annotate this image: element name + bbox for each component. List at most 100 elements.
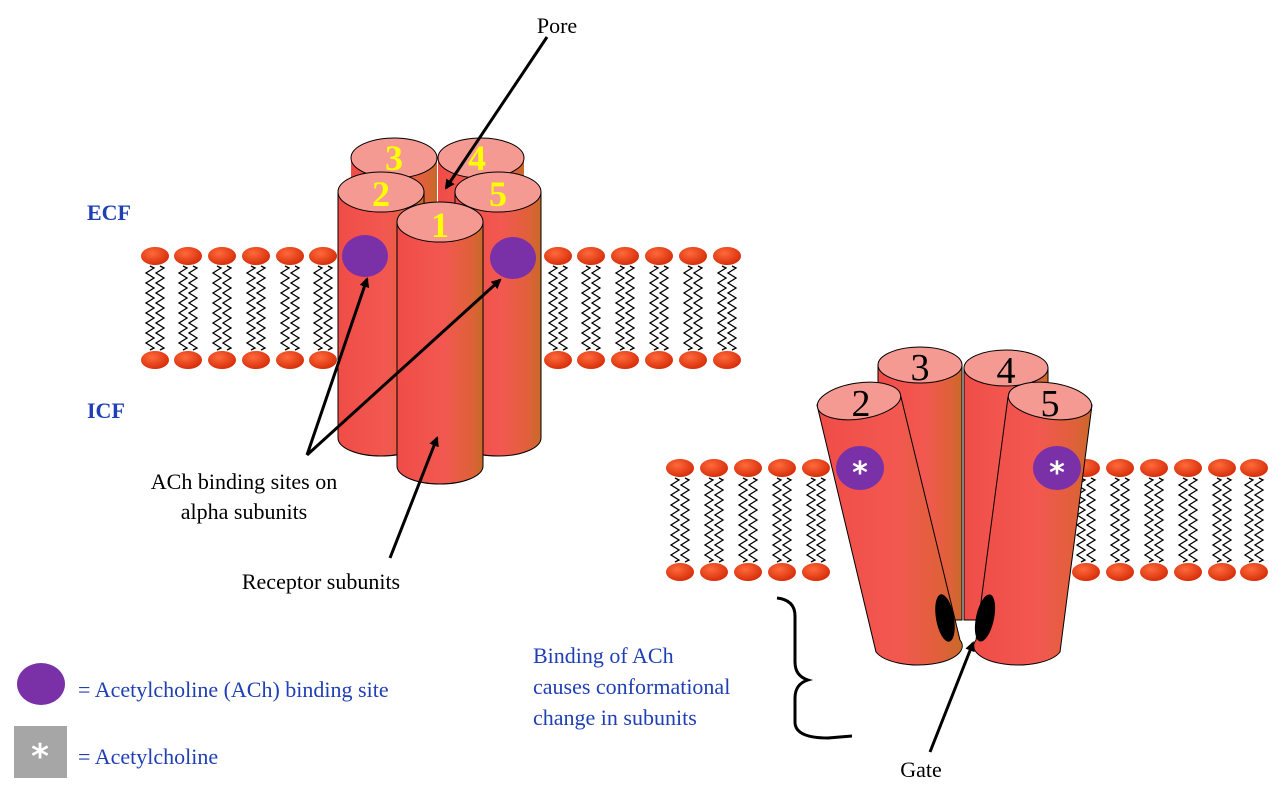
lipid-head <box>1174 563 1202 581</box>
binding-caption-line1: Binding of ACh <box>533 643 674 668</box>
lipid-head <box>544 351 572 369</box>
open-subunit-4-number: 4 <box>997 350 1016 392</box>
lipid-molecule <box>174 247 202 369</box>
lipid-head <box>208 351 236 369</box>
lipid-head <box>544 247 572 265</box>
lipid-head <box>1106 459 1134 477</box>
lipid-head <box>174 247 202 265</box>
lipid-head <box>645 351 673 369</box>
legend-ach-swatch <box>14 726 67 778</box>
lipid-molecule <box>276 247 304 369</box>
closed-subunit-1: 1 <box>396 201 484 485</box>
lipid-head <box>734 563 762 581</box>
open-subunit-5-number: 5 <box>1041 383 1060 425</box>
lipid-molecule <box>734 459 762 581</box>
closed-subunit-2-number: 2 <box>372 174 390 214</box>
lipid-head <box>1208 563 1236 581</box>
lipid-head <box>700 563 728 581</box>
lipid-head <box>768 563 796 581</box>
lipid-head <box>174 351 202 369</box>
open-channel: 3 4 2 5 * * <box>816 346 1093 666</box>
ecf-label: ECF <box>87 200 131 225</box>
lipid-head <box>242 247 270 265</box>
lipid-molecule <box>700 459 728 581</box>
lipid-molecule <box>768 459 796 581</box>
binding-caption-line3: change in subunits <box>533 705 697 730</box>
lipid-molecule <box>1174 459 1202 581</box>
lipid-head <box>713 351 741 369</box>
icf-label: ICF <box>87 398 125 423</box>
closed-binding-site-right <box>490 237 536 279</box>
open-binding-site-left: * <box>836 446 884 491</box>
lipid-head <box>577 247 605 265</box>
open-subunit-2-number: 2 <box>852 383 871 425</box>
lipid-head <box>577 351 605 369</box>
lipid-molecule <box>679 247 707 369</box>
lipid-head <box>666 563 694 581</box>
lipid-head <box>208 247 236 265</box>
lipid-molecule <box>666 459 694 581</box>
lipid-head <box>1208 459 1236 477</box>
legend-ach-text: = Acetylcholine <box>78 744 218 769</box>
lipid-head <box>276 247 304 265</box>
lipid-head <box>141 351 169 369</box>
lipid-head <box>276 351 304 369</box>
legend-binding-site-text: = Acetylcholine (ACh) binding site <box>78 677 389 702</box>
lipid-molecule <box>1106 459 1134 581</box>
lipid-molecule <box>242 247 270 369</box>
lipid-head <box>666 459 694 477</box>
lipid-head <box>309 247 337 265</box>
lipid-head <box>309 351 337 369</box>
membrane-right <box>666 459 1268 581</box>
membrane-left <box>141 247 741 369</box>
lipid-head <box>645 247 673 265</box>
binding-site-arrow-right <box>305 278 502 457</box>
lipid-molecule <box>713 247 741 369</box>
lipid-head <box>734 459 762 477</box>
lipid-molecule <box>1140 459 1168 581</box>
lipid-head <box>1106 563 1134 581</box>
legend: = Acetylcholine (ACh) binding site * = A… <box>14 663 389 778</box>
closed-subunit-5-number: 5 <box>489 174 507 214</box>
binding-site-arrow-left <box>305 277 370 456</box>
ach-sites-label-line2: alpha subunits <box>181 499 308 524</box>
lipid-molecule <box>611 247 639 369</box>
lipid-molecule <box>309 247 337 369</box>
lipid-head <box>141 247 169 265</box>
legend-ach-symbol: * <box>31 737 49 777</box>
pore-arrow <box>444 36 549 190</box>
lipid-head <box>611 351 639 369</box>
lipid-molecule <box>645 247 673 369</box>
lipid-head <box>679 351 707 369</box>
lipid-molecule <box>208 247 236 369</box>
receptor-subunits-arrow <box>388 436 439 559</box>
gate-arrow <box>928 641 975 753</box>
lipid-molecule <box>544 247 572 369</box>
lipid-head <box>611 247 639 265</box>
bracket-brace <box>776 596 853 740</box>
binding-caption-line2: causes conformational <box>533 674 730 699</box>
lipid-head <box>802 563 830 581</box>
gate-right <box>974 594 996 642</box>
open-subunit-3-number: 3 <box>911 347 930 389</box>
lipid-head <box>1140 563 1168 581</box>
lipid-molecule <box>802 459 830 581</box>
receptor-subunits-label: Receptor subunits <box>242 569 400 594</box>
lipid-head <box>242 351 270 369</box>
legend-binding-site-swatch <box>17 663 65 705</box>
arrows <box>305 36 975 753</box>
lipid-molecule <box>1240 459 1268 581</box>
lipid-head <box>700 459 728 477</box>
lipid-head <box>802 459 830 477</box>
open-ach-left: * <box>852 456 868 491</box>
closed-subunit-3-number: 3 <box>385 138 403 178</box>
closed-binding-site-left <box>342 235 388 277</box>
open-binding-site-right: * <box>1033 446 1081 491</box>
ach-sites-label-line1: ACh binding sites on <box>151 469 337 494</box>
lipid-molecule <box>1208 459 1236 581</box>
lipid-head <box>713 247 741 265</box>
lipid-head <box>1072 563 1100 581</box>
lipid-head <box>1240 563 1268 581</box>
pore-label: Pore <box>537 13 577 38</box>
